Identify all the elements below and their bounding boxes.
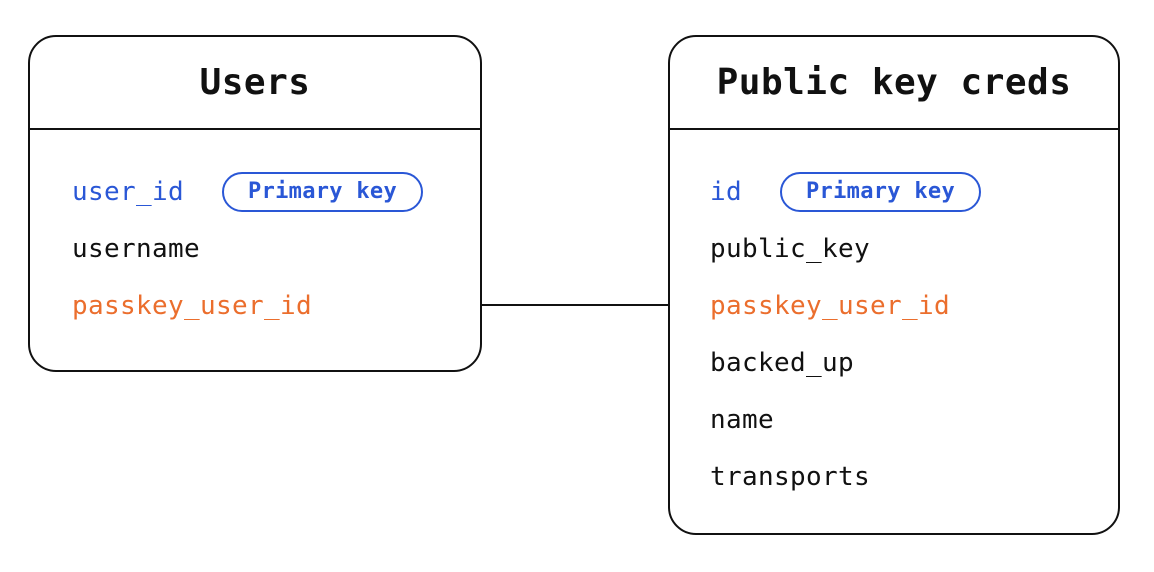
field-label: user_id [72,176,185,207]
table-row: user_id Primary key [72,163,480,220]
table-row: username [72,220,480,277]
field-label: passkey_user_id [710,290,951,321]
field-label: passkey_user_id [72,290,313,321]
table-row: backed_up [710,334,1118,391]
field-label: id [710,176,743,207]
relationship-line-passkey-user-id [481,304,669,306]
table-row: transports [710,448,1118,505]
table-header: Users [30,37,480,130]
table-header: Public key creds [670,37,1118,130]
table-public-key-creds: Public key creds id Primary key public_key… [668,35,1120,535]
table-field-list: user_id Primary key username passkey_user_i… [30,130,480,334]
field-label: transports [710,461,871,492]
field-label: username [72,233,201,264]
table-row: id Primary key [710,163,1118,220]
table-row: passkey_user_id [710,277,1118,334]
table-users: Users user_id Primary key username passkey_… [28,35,482,372]
table-title: Users [199,62,311,103]
table-row: public_key [710,220,1118,277]
field-label: public_key [710,233,871,264]
table-row: passkey_user_id [72,277,480,334]
primary-key-badge: Primary key [222,171,424,212]
table-row: name [710,391,1118,448]
field-label: backed_up [710,347,855,378]
primary-key-badge: Primary key [780,171,982,212]
field-label: name [710,404,775,435]
table-title: Public key creds [716,62,1072,103]
